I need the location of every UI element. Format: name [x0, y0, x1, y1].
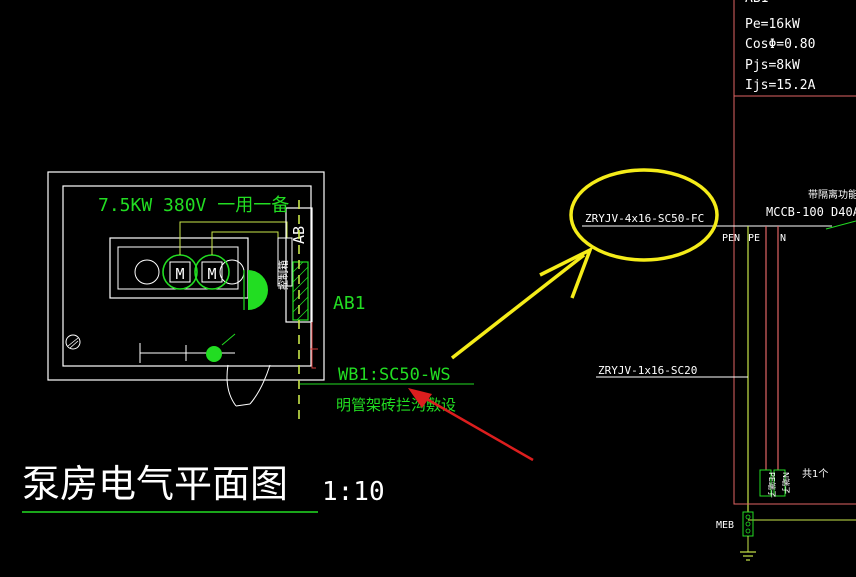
motor-1-wire — [179, 221, 288, 255]
drawing-scale: 1:10 — [322, 477, 385, 507]
motor-2-symbol: M — [207, 265, 216, 283]
terminal-pe-box — [759, 469, 772, 497]
door-swing-left — [226, 364, 237, 407]
meb-pin-3 — [745, 528, 751, 534]
drain-pit-hatch-1 — [67, 337, 79, 347]
param-ijs: Ijs=15.2A — [745, 78, 816, 93]
earth-cable-label: ZRYJV-1x16-SC20 — [598, 364, 697, 377]
switch-dot — [206, 346, 222, 362]
terminal-count: 共1个 — [802, 468, 828, 480]
terminal-n-box — [773, 469, 786, 497]
param-pe: Pe=16kW — [745, 17, 800, 32]
incoming-cable-label: ZRYJV-4x16-SC50-FC — [585, 212, 704, 225]
bus-label-pe: PE — [748, 233, 760, 244]
door-leaf — [235, 403, 251, 407]
drain-pit-hatch-2 — [69, 340, 79, 349]
breaker-label: MCCB-100 D40A — [766, 205, 856, 219]
cable-drop — [311, 322, 316, 369]
breaker-note: 带隔离功能 — [808, 188, 856, 201]
terminal-n-label: N端子 — [781, 472, 791, 494]
breaker-contact — [825, 220, 856, 230]
meb-label: MEB — [716, 520, 734, 531]
door-swing-right — [249, 364, 271, 405]
meb-pin-2 — [745, 521, 751, 527]
drain-pit — [65, 334, 81, 350]
bus-label-n: N — [780, 233, 786, 244]
pump-circle-left — [134, 259, 160, 285]
red-arrow-head — [408, 388, 432, 408]
schematic: AB1 Pe=16kW CosΦ=0.80 Pjs=8kW Ijs=15.2A … — [582, 0, 856, 561]
meb-pin-1 — [745, 514, 751, 520]
wall-fixture — [248, 270, 268, 310]
terminal-pe-label: PE端子 — [767, 472, 777, 498]
annotations — [408, 168, 719, 462]
box-label: AB1 — [333, 293, 366, 314]
panel-id: AB1 — [745, 0, 768, 6]
switch-lever — [221, 333, 236, 346]
control-box-hatch — [292, 261, 309, 321]
bus-label-pen: PEN — [722, 233, 740, 244]
drawing-title-text: 泵房电气平面图 — [22, 462, 288, 506]
control-box-hatch-frame — [292, 261, 309, 321]
door — [226, 364, 271, 407]
highlight-ellipse — [569, 168, 719, 262]
red-arrow-shaft — [417, 392, 534, 462]
room-inner-wall — [62, 185, 312, 367]
control-box-side-text: 控制箱 — [277, 260, 290, 290]
control-box-label-frame — [277, 237, 293, 287]
wiring-label: WB1:SC50-WS — [338, 365, 451, 385]
motor-1-symbol: M — [175, 265, 184, 283]
motor-2-box — [201, 261, 223, 283]
pump-label: 7.5KW 380V 一用一备 — [98, 195, 289, 216]
room-outer-wall — [47, 171, 325, 381]
drawing-title: 泵房电气平面图 1:10 — [22, 462, 385, 513]
param-pjs: Pjs=8kW — [745, 58, 800, 73]
motor-1-box — [169, 261, 191, 283]
pump-room-plan: M M 控制箱 AB — [47, 171, 474, 425]
pump-base — [109, 237, 249, 299]
yellow-arrow-head — [539, 246, 594, 299]
param-cos: CosΦ=0.80 — [745, 37, 815, 52]
yellow-arrow-shaft — [450, 253, 586, 360]
